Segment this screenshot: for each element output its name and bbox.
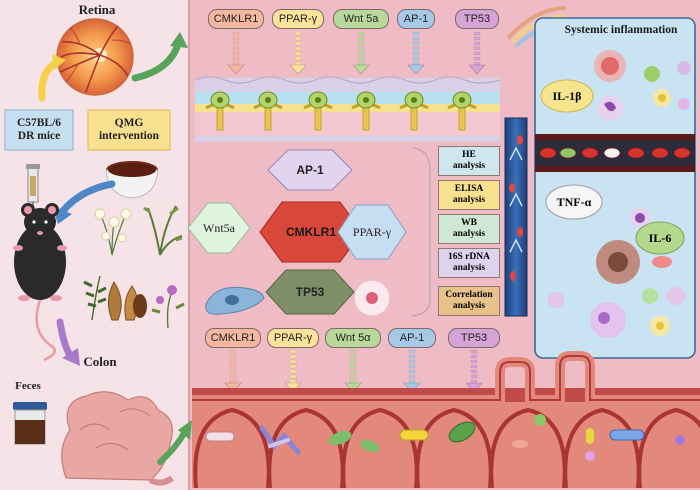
analysis-box-1-line-1: analysis	[452, 195, 486, 205]
blood-vessel	[504, 117, 528, 317]
retina-title: Retina	[78, 2, 116, 17]
blood-cell-5	[651, 147, 669, 159]
colon-fold-6	[637, 407, 700, 489]
top-arrow-4	[468, 31, 486, 75]
analysis-box-1-line-0: ELISA	[454, 184, 484, 194]
bottom-marker-4: TP53	[448, 328, 500, 348]
colon-fold-1	[267, 407, 345, 489]
retina-tissue-band	[194, 76, 501, 142]
retina-cell-5	[447, 91, 477, 131]
analysis-box-2-line-1: analysis	[452, 229, 486, 239]
bottom-arrow-0	[224, 349, 242, 393]
retina-cell-1	[253, 91, 283, 131]
systemic-inflammation-title: Systemic inflammation	[556, 22, 686, 38]
blood-cell-0	[539, 147, 557, 159]
colon-fold-4	[489, 407, 567, 489]
top-arrow-2	[352, 31, 370, 75]
colon-fold-0	[193, 407, 271, 489]
bottom-marker-3: AP-1	[388, 328, 436, 348]
retina-eye-illustration	[56, 18, 134, 96]
bottom-arrow-4	[465, 349, 483, 393]
bottom-marker-arrows	[224, 349, 483, 393]
hex-tp53-label: TP53	[295, 285, 325, 299]
bottom-marker-0: CMKLR1	[205, 328, 261, 348]
colon-loops	[193, 407, 700, 489]
blood-cell-2	[581, 147, 599, 159]
colon-title: Colon	[83, 354, 117, 369]
gut-microbes	[205, 414, 685, 461]
hex-cmklr1-label: CMKLR1	[286, 225, 336, 239]
top-marker-2: Wnt 5a	[333, 9, 389, 29]
mice-label-line-2: DR mice	[17, 130, 61, 142]
analysis-box-3-line-1: analysis	[452, 263, 486, 273]
hex-wnt5a-label: Wnt5a	[203, 220, 235, 235]
retina-cell-4	[399, 91, 429, 131]
hexagon-network	[187, 149, 407, 315]
retina-cell-3	[351, 91, 381, 131]
colon-fold-5	[563, 407, 641, 489]
retina-cells	[205, 91, 477, 131]
analysis-box-2-line-0: WB	[461, 218, 477, 228]
blood-cell-6	[673, 147, 691, 159]
hex-ppar-label: PPAR-γ	[352, 224, 392, 239]
top-marker-4: TP53	[455, 9, 499, 29]
intervention-label: QMG intervention	[88, 110, 170, 150]
systemic-cells	[535, 50, 695, 338]
colon-illustration	[61, 391, 174, 486]
correlation-line-1: Correlation	[445, 290, 493, 300]
cytokine-tnfa: TNF-α	[556, 194, 592, 209]
top-marker-0: CMKLR1	[208, 9, 264, 29]
blood-cell-1	[559, 147, 577, 159]
analysis-box-0-line-0: HE	[462, 150, 476, 160]
retina-cell-0	[205, 91, 235, 131]
top-marker-3: AP-1	[397, 9, 435, 29]
herbs-illustration	[83, 205, 185, 329]
bottom-arrow-2	[344, 349, 362, 393]
herbal-bowl-illustration	[105, 161, 159, 199]
bottom-arrow-3	[403, 349, 421, 393]
colon-fold-2	[341, 407, 419, 489]
intervention-line-2: intervention	[98, 130, 160, 142]
top-arrow-0	[227, 31, 245, 75]
analysis-box-3-line-0: 16S rDNA	[448, 252, 490, 262]
bottom-arrow-1	[284, 349, 302, 393]
top-marker-arrows	[227, 31, 486, 75]
mice-label-line-1: C57BL/6	[16, 117, 62, 129]
blood-cell-4	[627, 147, 645, 159]
top-arrow-3	[407, 31, 425, 75]
correlation-line-2: analysis	[452, 301, 486, 311]
cytokine-il6: IL-6	[648, 230, 672, 245]
top-marker-1: PPAR-γ	[272, 9, 324, 29]
intervention-line-1: QMG	[114, 117, 144, 129]
hex-ap1-label: AP-1	[296, 163, 324, 177]
colon-fold-3	[415, 407, 493, 489]
correlation-analysis-box: Correlation analysis	[438, 286, 500, 316]
mice-label: C57BL/6 DR mice	[5, 110, 73, 150]
top-arrow-1	[289, 31, 307, 75]
blood-cell-3	[603, 147, 621, 159]
feces-jar-illustration	[13, 402, 47, 445]
feces-label: Feces	[15, 380, 41, 392]
bottom-marker-2: Wnt 5α	[325, 328, 381, 348]
bottom-marker-1: PPAR-γ	[267, 328, 319, 348]
retina-cell-2	[303, 91, 333, 131]
cytokine-il1b: IL-1β	[552, 88, 582, 103]
mouse-illustration	[13, 203, 67, 362]
analysis-box-0-line-1: analysis	[452, 161, 486, 171]
